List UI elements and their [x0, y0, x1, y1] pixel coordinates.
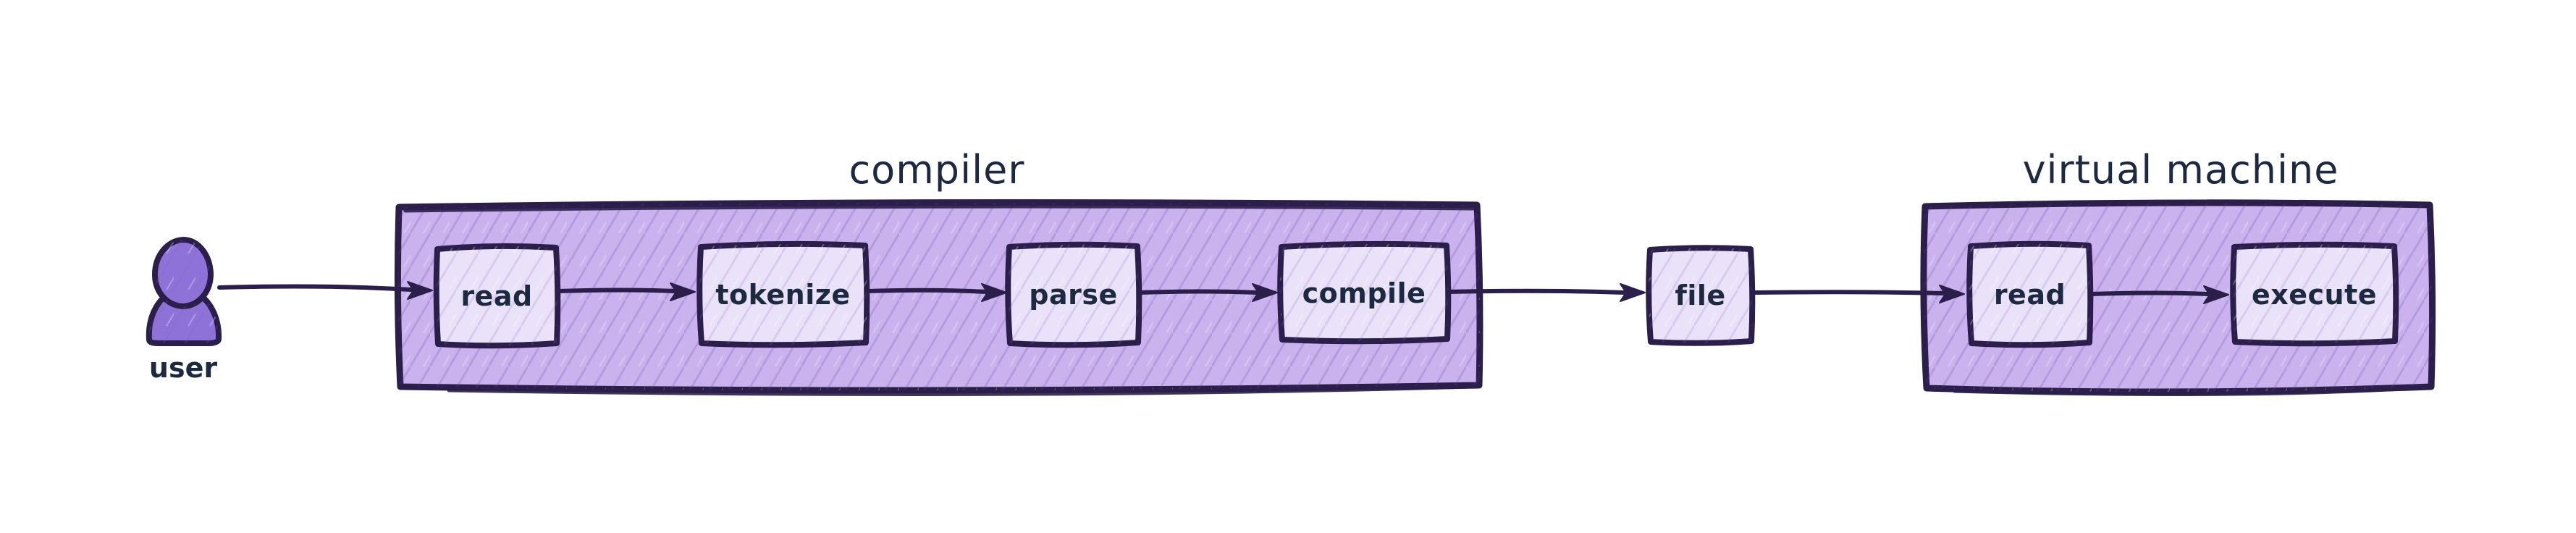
node-label-execute: execute: [2251, 278, 2378, 311]
compiler-group-title: compiler: [849, 146, 1025, 193]
node-box-file: [1646, 245, 1756, 346]
node-box-execute: [2230, 241, 2399, 347]
compiler-container-sketch-stroke-top: [403, 204, 1478, 213]
node-box-compile: [1277, 240, 1452, 345]
node-label-tokenize: tokenize: [715, 278, 851, 311]
node-box-read-compiler: [433, 243, 561, 349]
compiler-group-box: [394, 199, 1483, 396]
arrow-user-to-read: [217, 281, 433, 300]
arrow-vm-read-to-execute: [2089, 285, 2229, 304]
node-label-read-vm: read: [1993, 278, 2066, 311]
node-label-read-compiler: read: [460, 280, 533, 312]
node-box-read-vm: [1966, 240, 2094, 348]
user-label: user: [148, 352, 218, 384]
virtual-machine-group-title: virtual machine: [2022, 146, 2339, 193]
node-label-parse: parse: [1029, 278, 1118, 311]
arrow-tokenize-to-parse: [865, 283, 1007, 302]
node-box-tokenize: [696, 240, 870, 348]
compiler-container-hatch: [397, 202, 1480, 391]
arrow-read-to-tokenize: [556, 282, 696, 301]
virtual-machine-container-sketch-stroke: [1953, 385, 2428, 396]
arrow-compile-to-file: [1447, 283, 1646, 302]
node-box-parse: [1005, 241, 1142, 348]
arrow-file-to-vm-read: [1751, 285, 1965, 303]
node-label-compile: compile: [1302, 277, 1426, 309]
user-icon: [146, 237, 222, 346]
compiler-container-sketch-stroke: [447, 385, 1474, 396]
arrow-parse-to-compile: [1137, 283, 1278, 302]
node-label-file: file: [1675, 280, 1726, 311]
